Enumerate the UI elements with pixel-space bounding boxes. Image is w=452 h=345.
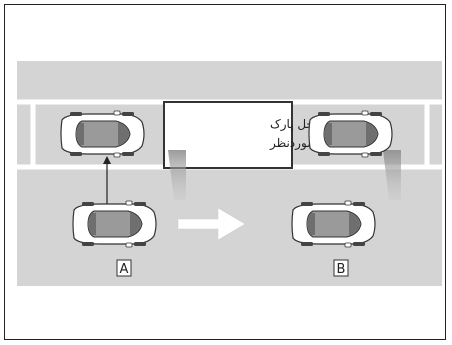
car-position-a bbox=[72, 200, 157, 248]
target-spot-label-line1: محل پارک bbox=[270, 117, 321, 132]
position-b-label: B bbox=[337, 262, 346, 277]
parked-car-right bbox=[308, 110, 393, 158]
sensor-beam-a bbox=[168, 150, 186, 200]
direction-arrow-icon bbox=[177, 207, 246, 241]
target-spot-label-line2: موردنظر bbox=[269, 136, 314, 151]
position-a-box bbox=[116, 259, 132, 277]
parked-car-left bbox=[60, 110, 145, 158]
sensor-beam-b bbox=[383, 150, 401, 200]
position-a-label: A bbox=[120, 262, 129, 277]
position-b-box bbox=[333, 259, 349, 277]
car-position-b bbox=[291, 200, 376, 248]
road-area bbox=[17, 61, 442, 286]
